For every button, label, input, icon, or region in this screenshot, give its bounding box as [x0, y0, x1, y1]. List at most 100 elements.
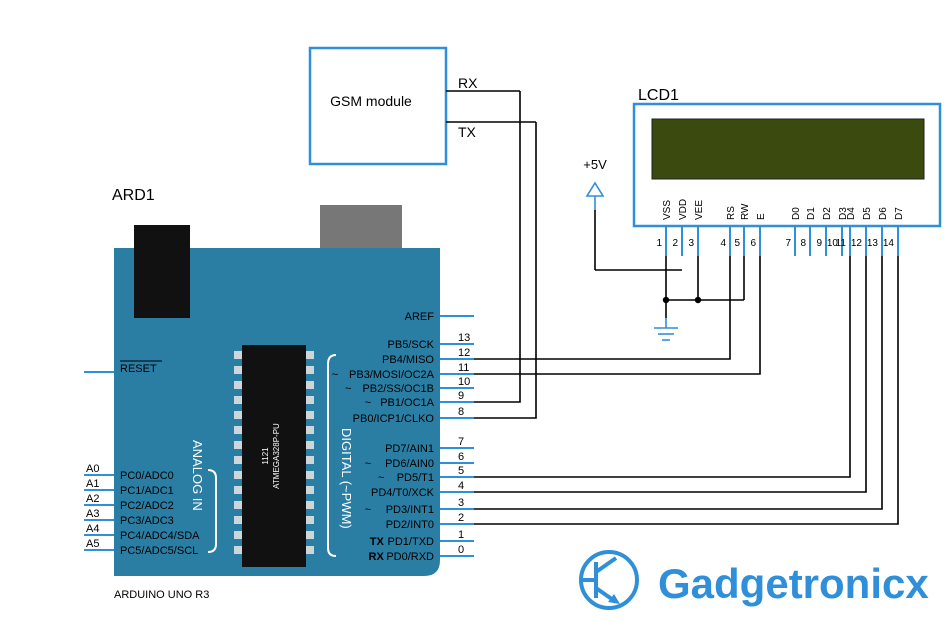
analog-pin-label: PC2/ADC2 — [120, 500, 174, 512]
digital-pin-label: PD1/TXD — [388, 536, 435, 548]
lcd-pin-number: 13 — [867, 238, 879, 249]
ground-symbol — [654, 256, 745, 341]
digital-pin-label: PD4/T0/XCK — [371, 487, 435, 499]
lcd-pin-number: 10 — [827, 238, 839, 249]
aref-label: AREF — [405, 311, 435, 323]
analog-pin-number: A2 — [86, 493, 99, 505]
digital-pin-number: 5 — [458, 465, 464, 477]
analog-pin-number: A1 — [86, 478, 99, 490]
digital-pin-number: 9 — [458, 390, 464, 402]
lcd-pin-name: D3 — [838, 207, 849, 220]
lcd-pin-name: D0 — [791, 207, 802, 220]
lcd-pin-name: D6 — [878, 207, 889, 220]
lcd-pin-number: 2 — [672, 238, 678, 249]
lcd-pin-number: 12 — [851, 238, 863, 249]
analog-pin-label: PC5/ADC5/SCL — [120, 545, 198, 557]
power-jack — [134, 225, 190, 318]
digital-pin-number: 12 — [458, 347, 470, 359]
digital-label: DIGITAL (~PWM) — [339, 428, 354, 529]
analog-pin-label: PC1/ADC1 — [120, 485, 174, 497]
atmega-chip: 1121 ATMEGA328P-PU — [234, 345, 314, 567]
digital-pin-prefix: ~ — [378, 472, 384, 484]
digital-pin-prefix: ~ — [345, 383, 351, 395]
power-5v-label: +5V — [583, 157, 607, 172]
digital-pin-prefix: ~ — [332, 369, 338, 381]
digital-pin-label: PB1/OC1A — [380, 397, 434, 409]
digital-pin-label: PD5/T1 — [397, 472, 434, 484]
lcd-pin-number: 5 — [734, 238, 740, 249]
digital-pin-number: 10 — [458, 376, 470, 388]
lcd-pin-number: 3 — [688, 238, 694, 249]
lcd-pin-number: 11 — [836, 238, 847, 249]
digital-pin-label: PD0/RXD — [386, 551, 434, 563]
analog-pin-label: PC4/ADC4/SDA — [120, 530, 200, 542]
brand-name: Gadgetronicx — [658, 560, 929, 607]
analog-pin-number: A5 — [86, 538, 99, 550]
lcd-pin-name: D4 — [846, 207, 857, 220]
lcd-title: LCD1 — [638, 87, 679, 104]
chip-name: ATMEGA328P-PU — [272, 423, 281, 489]
digital-pin-number: 13 — [458, 332, 470, 344]
digital-pin-label: PD2/INT0 — [386, 519, 434, 531]
lcd-pin-name: VDD — [678, 199, 689, 220]
digital-pin-prefix: ~ — [365, 458, 371, 470]
digital-pin-label: PB0/ICP1/CLKO — [353, 413, 435, 425]
digital-pin-number: 3 — [458, 497, 464, 509]
gsm-rx-label: RX — [458, 75, 478, 91]
arduino-model: ARDUINO UNO R3 — [114, 589, 209, 601]
lcd-pin-number: 7 — [785, 238, 791, 249]
digital-pin-label: PD3/INT1 — [386, 504, 434, 516]
gsm-module: GSM module RX TX — [308, 46, 536, 166]
lcd-pin-name: D5 — [862, 207, 873, 220]
power-5v-symbol: +5V — [583, 157, 682, 271]
analog-pin-number: A0 — [86, 463, 99, 475]
lcd-pin-number: 8 — [800, 238, 806, 249]
digital-pin-number: 2 — [458, 512, 464, 524]
digital-pin-label: PB3/MOSI/OC2A — [349, 369, 435, 381]
digital-pin-prefix: TX — [370, 536, 385, 548]
digital-pin-prefix: ~ — [365, 397, 371, 409]
digital-pin-number: 11 — [458, 362, 469, 374]
digital-pin-prefix: ~ — [365, 504, 371, 516]
digital-pins: 13PB5/SCK12PB4/MISO11PB3/MOSI/OC2A~10PB2… — [332, 332, 474, 563]
digital-pin-number: 8 — [458, 406, 464, 418]
lcd-pin-number: 9 — [816, 238, 822, 249]
digital-pin-label: PD7/AIN1 — [385, 443, 434, 455]
lcd-pin-name: D1 — [806, 207, 817, 220]
gsm-tx-label: TX — [458, 124, 477, 140]
lcd-pin-name: RW — [740, 203, 751, 220]
lcd-pin-name: VSS — [662, 200, 673, 220]
lcd-pin-number: 4 — [720, 238, 726, 249]
lcd-pin-name: VEE — [694, 200, 705, 220]
digital-pin-label: PB2/SS/OC1B — [362, 383, 434, 395]
digital-pin-number: 0 — [458, 544, 464, 556]
arduino-board: ARD1 1121 ATMEGA328P-PU DIGITAL (~PWM) A… — [84, 187, 474, 601]
digital-pin-label: PB5/SCK — [388, 339, 435, 351]
digital-pin-number: 4 — [458, 480, 464, 492]
lcd-pin-name: E — [756, 213, 767, 220]
digital-pin-number: 1 — [458, 529, 464, 541]
digital-pin-label: PB4/MISO — [382, 354, 434, 366]
arduino-title: ARD1 — [112, 187, 155, 204]
digital-pin-number: 7 — [458, 436, 464, 448]
analog-pins: A0PC0/ADC0A1PC1/ADC1A2PC2/ADC2A3PC3/ADC3… — [84, 463, 200, 557]
brand-logo: Gadgetronicx — [579, 550, 929, 610]
analog-pin-number: A3 — [86, 508, 99, 520]
digital-pin-prefix: RX — [369, 551, 385, 563]
lcd-screen — [651, 118, 925, 180]
analog-label: ANALOG IN — [190, 440, 205, 511]
wires — [474, 91, 899, 525]
transistor-logo-icon — [579, 550, 639, 610]
lcd-pin-name: D2 — [822, 207, 833, 220]
lcd-pin-name: D7 — [894, 207, 905, 220]
lcd-pins: VSS 1 VDD 2 VEE 3 RS 4 RW 5 E 6 D0 7 D1 8 D2 9 D3 10 D4 11 D5 1… — [656, 199, 905, 256]
digital-pin-label: PD6/AIN0 — [385, 458, 434, 470]
lcd-pin-name: RS — [726, 206, 737, 220]
chip-code: 1121 — [261, 447, 270, 465]
lcd-pin-number: 6 — [750, 238, 756, 249]
lcd-pin-number: 14 — [883, 238, 895, 249]
lcd-pin-number: 1 — [656, 238, 662, 249]
gsm-module-label: GSM module — [330, 93, 412, 109]
analog-pin-label: PC3/ADC3 — [120, 515, 174, 527]
